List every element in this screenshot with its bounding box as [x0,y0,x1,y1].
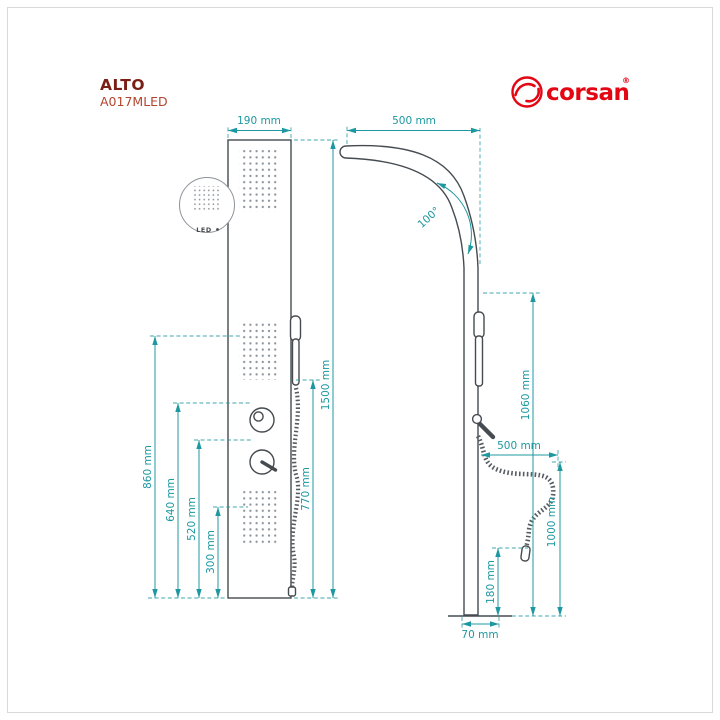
product-code: A017MLED [100,94,168,109]
dim-hose-drop-label: 770 mm [300,467,312,511]
diverter-knob [249,449,278,475]
dim-arm-angle-label: 100° [416,205,443,231]
mid-jet-nozzles [239,322,280,380]
shower-hose-front [289,387,301,590]
hose-side [475,434,556,562]
detail-nozzles [193,186,221,211]
hand-shower-front [287,315,302,597]
dim-hose-length-label: 1000 mm [546,497,558,548]
dim-height-860-label: 860 mm [142,445,154,489]
led-label: LED [196,226,212,234]
header: ALTO A017MLED corsan ® [100,76,630,109]
dimension-annotations: 190 mm 500 mm 100° 1500 mm [142,115,566,641]
dim-total-height: 1500 mm [294,139,340,599]
dim-hose-reach: 500 mm [481,440,559,470]
dim-panel-width-label: 190 mm [237,115,281,127]
brand-logo-circle-icon [511,76,543,108]
dim-base-width: 70 mm [461,617,500,641]
hand-shower-head [289,315,302,342]
front-view: LED [179,139,302,599]
rain-shower-nozzles [239,150,280,212]
dim-height-300-label: 300 mm [205,530,217,574]
led-indicator-dot-icon [216,228,219,231]
lower-jet-nozzles [243,488,279,544]
dim-height-1060-label: 1060 mm [520,370,532,421]
hand-shower-handle [474,335,484,387]
dim-height-300: 300 mm [205,506,248,598]
brand-wave-icon [514,82,536,97]
hand-shower-handle [291,338,300,386]
dim-hose-reach-label: 500 mm [497,440,541,452]
panel-body-side [339,144,479,616]
dim-height-640-label: 640 mm [165,478,177,522]
hand-shower-side [473,311,485,387]
dim-arm-reach-label: 500 mm [392,115,436,127]
hose-end-fitting [287,586,297,597]
registered-mark: ® [622,76,630,85]
dim-height-180-label: 180 mm [485,560,497,604]
mixer-lever-side [471,413,496,440]
angle-arc [436,182,474,255]
shower-hose-side [475,434,556,549]
dim-panel-width: 190 mm [227,115,292,138]
knob-lever [260,460,278,472]
hand-shower-tip [520,545,531,562]
dim-height-860: 860 mm [142,335,240,598]
dim-hose-length: 1000 mm [512,461,566,617]
brand-logo: corsan ® [511,76,630,108]
brand-name: corsan [546,80,629,106]
knob-dial [253,411,264,422]
dim-arm-reach: 500 mm [346,115,481,264]
dim-height-520-label: 520 mm [186,497,198,541]
product-name: ALTO [100,76,145,94]
dim-base-width-label: 70 mm [461,629,498,641]
mixer-pivot [471,413,483,425]
hand-shower-head [473,311,485,339]
led-detail-callout: LED [179,177,235,234]
dim-total-height-label: 1500 mm [320,360,332,411]
dim-height-180: 180 mm [485,547,528,616]
thermostat-knob [249,407,275,433]
brand-wave-icon [525,87,541,103]
dim-height-520: 520 mm [186,439,252,598]
dim-hose-drop: 770 mm [296,379,320,598]
dim-height-640: 640 mm [165,402,252,598]
